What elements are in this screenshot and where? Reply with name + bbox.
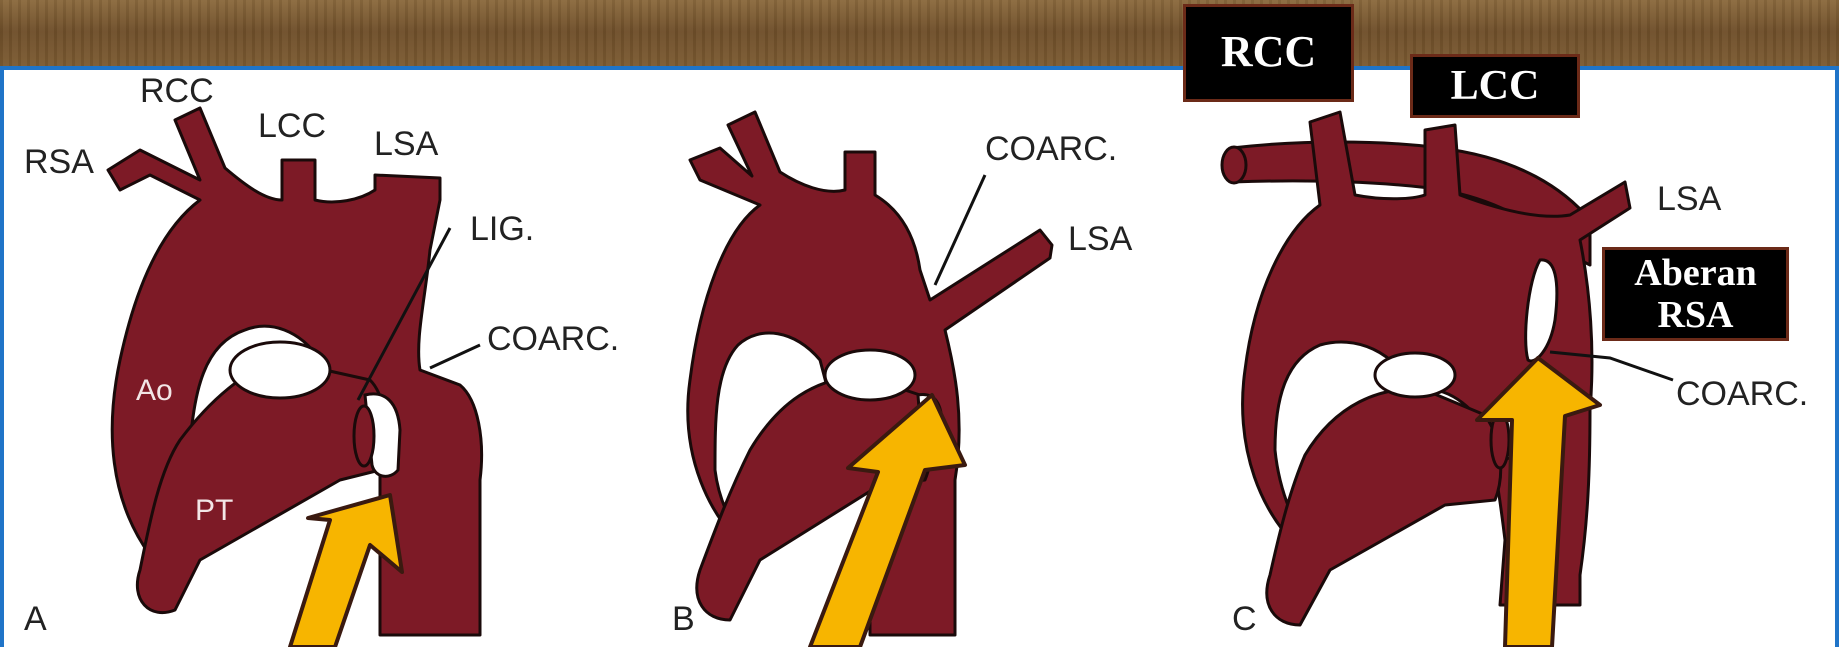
panel-c-label-lsa: LSA: [1657, 180, 1722, 218]
aberrant-callout-line1: Aberan: [1605, 252, 1786, 294]
aberrant-rsa-callout: Aberan RSA: [1602, 247, 1789, 341]
panel-a-coarc-pointer: [430, 345, 480, 368]
panel-a-label-rcc: RCC: [140, 72, 214, 110]
panel-b-label-lsa: LSA: [1068, 220, 1133, 258]
panel-b-letter: B: [672, 600, 695, 638]
lcc-callout: LCC: [1410, 54, 1580, 118]
panel-a-label-lig: LIG.: [470, 210, 534, 248]
panel-a-label-lsa: LSA: [374, 125, 439, 163]
panel-b-label-coarc: COARC.: [985, 130, 1117, 168]
panel-a-label-rsa: RSA: [24, 143, 94, 181]
rcc-callout-text: RCC: [1186, 7, 1351, 97]
panel-b-figure: COARC. LSA B: [672, 112, 1133, 638]
panel-a-letter: A: [24, 600, 47, 638]
panel-b-arch-window: [825, 350, 915, 400]
panel-c-pulmonary-trunk: [1267, 389, 1501, 625]
panel-a-arch-window: [230, 342, 330, 398]
rcc-callout: RCC: [1183, 4, 1354, 102]
panel-a-label-pt: PT: [195, 494, 233, 527]
panel-a-label-coarc: COARC.: [487, 320, 619, 358]
aberrant-callout-line2: RSA: [1605, 294, 1786, 336]
panel-c-arch-window: [1375, 353, 1455, 397]
panel-a-label-lcc: LCC: [258, 107, 326, 145]
panel-c-letter: C: [1232, 600, 1257, 638]
lcc-callout-text: LCC: [1413, 57, 1577, 115]
panel-c-label-coarc: COARC.: [1676, 375, 1808, 413]
panel-a-label-ao: Ao: [136, 374, 173, 407]
